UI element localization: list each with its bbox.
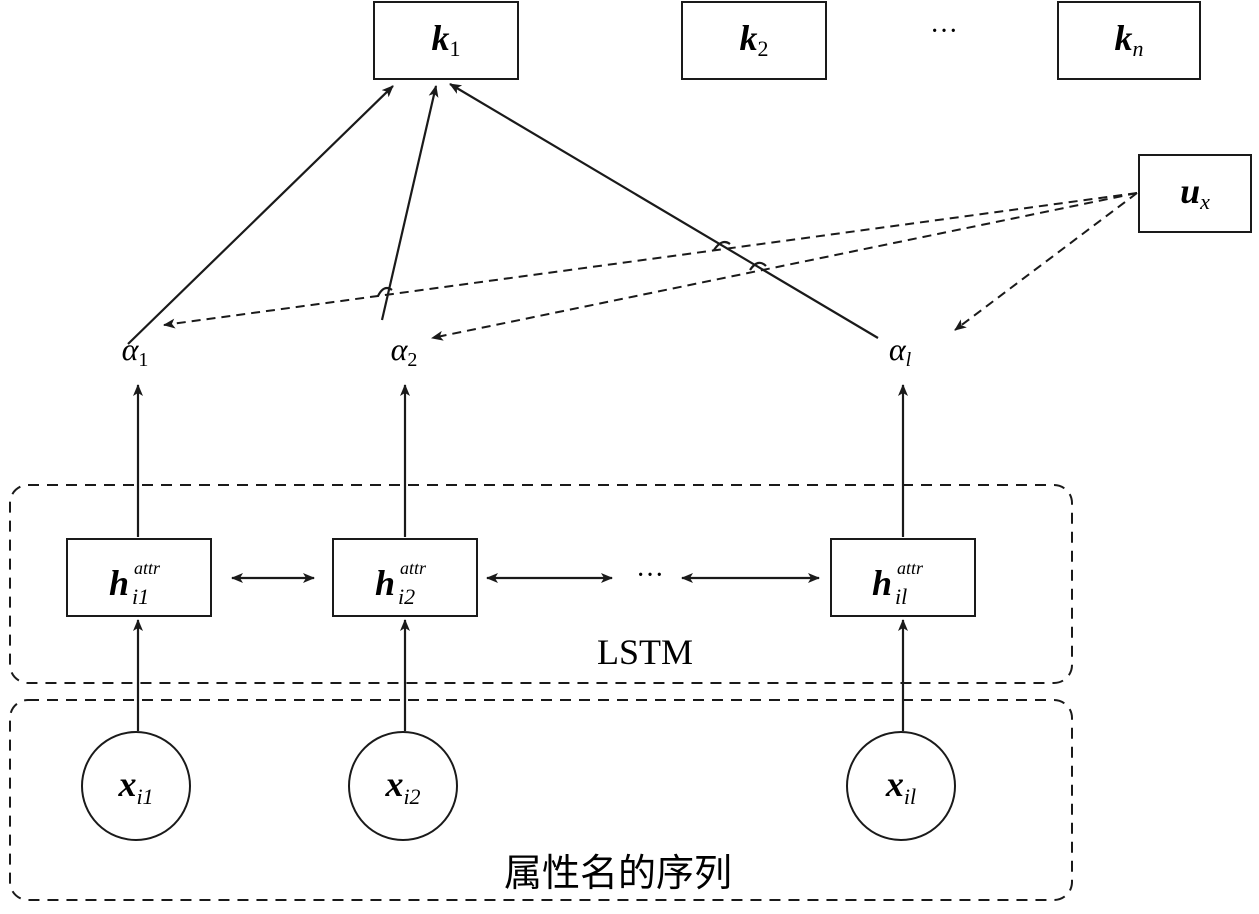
svg-text:h: h xyxy=(872,563,892,603)
output-node-k2: k2 xyxy=(681,1,827,80)
output-ellipsis: ··· xyxy=(930,16,958,47)
svg-text:xi2: xi2 xyxy=(384,764,420,809)
crossing-hop xyxy=(713,240,731,251)
svg-text:k1: k1 xyxy=(432,18,461,61)
ux-to-alpha1-arrow xyxy=(163,192,1138,329)
hidden-superscript: attr xyxy=(134,558,161,578)
lstm-label: LSTM xyxy=(597,632,693,672)
input-sequence-region xyxy=(9,699,1073,901)
svg-text:xil: xil xyxy=(885,764,916,809)
output-node-kn: kn xyxy=(1057,1,1201,80)
crossing-hop xyxy=(377,286,393,297)
svg-text:ux: ux xyxy=(1180,171,1210,214)
svg-text:h: h xyxy=(109,563,129,603)
input-node-x1: xi1 xyxy=(81,731,191,841)
context-base: u xyxy=(1180,171,1200,211)
output-subscript: n xyxy=(1133,36,1144,61)
output-base: k xyxy=(432,18,450,58)
alphal-to-k1-arrow xyxy=(449,83,879,339)
input-node-xl: xil xyxy=(846,731,956,841)
weight-alpha-2: α2 xyxy=(391,331,418,371)
input-node-x2: xi2 xyxy=(348,731,458,841)
output-node-k1: k1 xyxy=(373,1,519,80)
hidden-state-hl: h attr il xyxy=(830,538,976,617)
hidden-state-h2: h attr i2 xyxy=(332,538,478,617)
context-subscript: x xyxy=(1199,189,1210,214)
svg-text:xi1: xi1 xyxy=(117,764,153,809)
svg-text:kn: kn xyxy=(1115,18,1144,61)
ux-to-alphal-arrow xyxy=(954,192,1138,331)
context-vector-node: ux xyxy=(1138,154,1252,233)
svg-text:i2: i2 xyxy=(398,584,415,609)
alpha2-to-k1-arrow xyxy=(380,85,439,321)
hidden-superscript: attr xyxy=(400,558,427,578)
weight-alpha-1: α1 xyxy=(122,331,149,371)
alpha1-to-k1-arrow xyxy=(127,85,394,345)
hidden-superscript: attr xyxy=(897,558,924,578)
svg-text:k2: k2 xyxy=(740,18,769,61)
output-base: k xyxy=(1115,18,1133,58)
hidden-ellipsis: ··· xyxy=(636,560,664,591)
svg-text:il: il xyxy=(895,584,907,609)
svg-text:h: h xyxy=(375,563,395,603)
lstm-region xyxy=(9,484,1073,684)
output-subscript: 2 xyxy=(758,36,769,61)
crossing-hop xyxy=(749,261,767,271)
hidden-state-h1: h attr i1 xyxy=(66,538,212,617)
weight-alpha-l: αl xyxy=(889,331,912,371)
svg-text:i1: i1 xyxy=(132,584,149,609)
sequence-label: 属性名的序列 xyxy=(504,851,732,895)
output-subscript: 1 xyxy=(450,36,461,61)
output-base: k xyxy=(740,18,758,58)
ux-to-alpha2-arrow xyxy=(431,192,1138,341)
